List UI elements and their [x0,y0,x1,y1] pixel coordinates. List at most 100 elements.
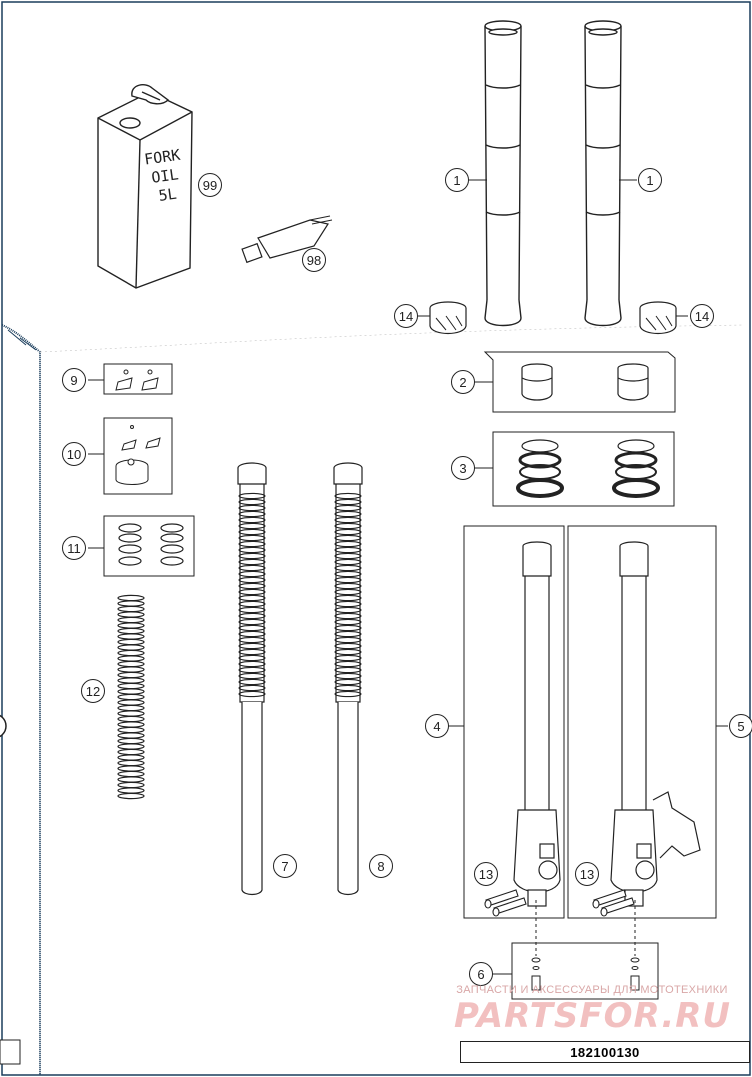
cartridge-spring-coil [238,522,266,530]
cartridge-spring-coil [238,684,266,692]
cartridge-spring-coil [334,672,362,680]
spring-coil [117,627,145,635]
fork-section-divider [39,324,745,353]
part-label-7[interactable]: 7 [273,854,297,878]
part-label-3[interactable]: 3 [451,456,475,480]
cartridge-spring-coil [334,522,362,530]
part-label-10[interactable]: 10 [62,442,86,466]
cartridge-spring-coil [238,570,266,578]
cartridge-spring-coil [334,558,362,566]
part-label-14-right[interactable]: 14 [690,304,714,328]
fork-oil-can [97,84,193,289]
part-label-98[interactable]: 98 [302,248,326,272]
spring-coil [117,787,145,794]
part-label-12[interactable]: 12 [81,679,105,703]
fork-leg-left-box [463,525,565,919]
fork-leg-right-box [567,525,717,919]
cartridge-spring-coil [334,606,362,614]
cartridge-spring-coil [334,666,362,674]
part-label-14-left[interactable]: 14 [394,304,418,328]
cartridge-spring-coil [334,642,362,650]
cartridge-spring-coil [238,516,266,524]
cartridge-spring-coil [334,516,362,524]
cartridge-spring-coil [238,546,266,554]
cartridge-spring-coil [334,648,362,656]
guide-bushing-box [483,351,676,413]
cartridge-spring-coil [238,582,266,590]
spring-coil [117,721,145,728]
cartridge-spring-coil [334,504,362,512]
spring-coil [117,776,145,783]
part-label-1-right[interactable]: 1 [638,168,662,192]
cartridge-spring-coil [238,672,266,680]
cartridge-cap-box [103,417,173,495]
cartridge-spring-coil [238,594,266,602]
cartridge-spring-coil [334,492,362,500]
cartridge-spring-coil [238,660,266,668]
spring-coil [117,605,145,613]
part-label-13-left[interactable]: 13 [474,862,498,886]
spring-coil [117,660,145,668]
cartridge-spring-coil [238,654,266,662]
cartridge-spring-coil [334,582,362,590]
damping-cartridge-right [333,462,363,896]
guide-bushings [521,363,649,401]
cartridge-spring-coil [334,684,362,692]
cartridge-spring-coil [238,540,266,548]
part-label-6[interactable]: 6 [469,962,493,986]
spring-coil [117,633,145,640]
part-label-5[interactable]: 5 [729,714,752,738]
cartridge-spring-coil [238,504,266,512]
part-label-1-left[interactable]: 1 [445,168,469,192]
cartridge-spring-coil [238,576,266,584]
spring-coil [117,622,145,629]
spring-coil [117,616,145,624]
cartridge-spring-coil [238,564,266,572]
spring-coil [117,737,145,745]
spring-coil [117,743,145,750]
spring-coil [117,644,145,651]
cartridge-spring-coil [334,570,362,578]
cartridge-spring-coil [238,678,266,686]
scraper-ring-right [639,301,677,335]
cartridge-spring-coil [334,624,362,632]
fork-spring [117,594,145,800]
outer-tube-right [584,20,622,327]
part-label-13-right[interactable]: 13 [575,862,599,886]
axle-clamp-bolts [484,889,635,917]
cartridge-spring-coil [334,552,362,560]
cartridge-spring-coil [334,540,362,548]
cartridge-spring-coil [334,534,362,542]
spring-coil [117,792,145,800]
fork-leg-right [610,541,701,907]
grease-tube [241,215,333,264]
cartridge-spring-coil [334,612,362,620]
cartridge-spring-coil [238,510,266,518]
cartridge-spring-coil [238,600,266,608]
spring-coil [117,704,145,712]
nut-kit-box [103,363,173,395]
spring-coil [117,748,145,756]
spring-coil [117,600,145,607]
cartridge-spring-coil [238,624,266,632]
bleed-screw-box [511,900,659,1000]
outer-tube-left [484,20,522,327]
cartridge-spring-coil [238,618,266,626]
part-label-11[interactable]: 11 [62,536,86,560]
seal-kit-rings [516,439,660,498]
part-label-4[interactable]: 4 [425,714,449,738]
part-label-99[interactable]: 99 [198,173,222,197]
cartridge-spring-coil [238,558,266,566]
spring-coil [117,781,145,789]
cartridge-spring-coil [334,498,362,506]
spring-coil [117,759,145,767]
cartridge-spring-coil [238,636,266,644]
part-label-8[interactable]: 8 [369,854,393,878]
part-label-2[interactable]: 2 [451,370,475,394]
part-label-9[interactable]: 9 [62,368,86,392]
cartridge-spring-coil [238,534,266,542]
cartridge-spring-coil [238,606,266,614]
cartridge-spring-coil [238,552,266,560]
cartridge-spring-coil [334,546,362,554]
